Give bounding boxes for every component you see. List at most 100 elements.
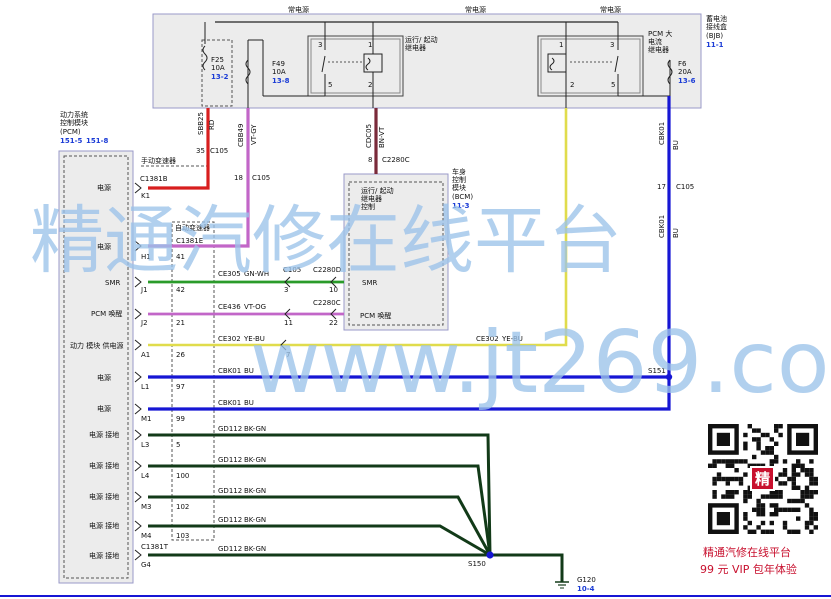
watermark-line2: www.jt269.com bbox=[250, 313, 831, 413]
relay1-inner bbox=[310, 38, 401, 94]
bcm-module bbox=[343, 173, 449, 331]
bcm-relay-2: 继电器 bbox=[361, 194, 382, 203]
row0-pin: K1 bbox=[141, 192, 150, 200]
row9-pin: M3 bbox=[141, 503, 152, 511]
auto-trans-label: 自动变速器 bbox=[175, 223, 210, 232]
row2-num: 42 bbox=[176, 286, 185, 294]
row8-color: BK-GN bbox=[244, 456, 266, 464]
ground-ref: 10-4 bbox=[577, 585, 595, 593]
bcm-name-3: 模块 bbox=[452, 183, 466, 192]
wire-sbb25-circuit: SBB25 bbox=[197, 112, 205, 135]
row10-num: 103 bbox=[176, 532, 189, 540]
wire-ce302-yellow bbox=[148, 108, 568, 347]
splice-s151 bbox=[665, 373, 673, 381]
row2-conn2: C2280D bbox=[313, 266, 341, 274]
row11-label: 电源 接地 bbox=[89, 551, 119, 560]
row10-label: 电源 接地 bbox=[89, 521, 119, 530]
row6-num: 99 bbox=[176, 415, 185, 423]
row7-color: BK-GN bbox=[244, 425, 266, 433]
fuse-f25-rating: 10A bbox=[211, 64, 225, 72]
fuse-f49-rating: 10A bbox=[272, 68, 286, 76]
auto-trans-zone bbox=[171, 221, 215, 541]
pcm-name-1: 动力系统 bbox=[60, 110, 88, 119]
row11-conn: C1381T bbox=[141, 543, 169, 551]
relay2-pin-5: 5 bbox=[611, 81, 615, 89]
row3-p1: 11 bbox=[284, 319, 293, 327]
wire-cbb49-color: VT-GY bbox=[250, 124, 258, 145]
pcm-ref-2: 151-8 bbox=[86, 137, 109, 145]
row9-num: 102 bbox=[176, 503, 189, 511]
bcm-connector-marks bbox=[280, 276, 337, 351]
wire-cdc05-pin: 8 bbox=[368, 156, 372, 164]
bcm-pcm-wake: PCM 唤醒 bbox=[360, 311, 391, 320]
relay2-label-3: 继电器 bbox=[648, 45, 669, 54]
row2-p1: 3 bbox=[284, 286, 288, 294]
wire-cbk01-bcm-color: BU bbox=[672, 228, 680, 238]
bjb-name-2: 接线盒 bbox=[706, 22, 727, 31]
fuse-f6-ref: 13-6 bbox=[678, 77, 696, 85]
bjb-box bbox=[152, 13, 702, 109]
splice-s150 bbox=[486, 551, 494, 559]
row9-circuit: GD112 bbox=[218, 487, 242, 495]
row4-p1: 7 bbox=[286, 351, 290, 359]
relay1-label-1: 运行/ 起动 bbox=[405, 35, 438, 44]
watermark-line1: 精通汽修在线平台 bbox=[30, 198, 622, 284]
wire-cbb49-pin: 18 bbox=[234, 174, 243, 182]
fuse-f25-box bbox=[201, 39, 233, 107]
row4-circuit2: CE302 bbox=[476, 335, 499, 343]
relay2-label-2: 电流 bbox=[648, 37, 662, 46]
pcm-connector-marks bbox=[134, 182, 142, 561]
top-label-2: 常电源 bbox=[465, 5, 486, 14]
wire-cbk01-conn: C105 bbox=[676, 183, 694, 191]
pcm-module bbox=[58, 150, 134, 584]
row4-num: 26 bbox=[176, 351, 185, 359]
ad-line2: 99 元 VIP 包年体验 bbox=[700, 562, 797, 576]
row0-label: 电源 bbox=[97, 183, 111, 192]
relay1-switch bbox=[321, 55, 326, 73]
relay2-pin-1: 1 bbox=[559, 41, 563, 49]
bcm-name-4: (BCM) bbox=[452, 193, 473, 201]
fuse-f49-symbol bbox=[245, 59, 251, 85]
fuse-f6-rating: 20A bbox=[678, 68, 692, 76]
row10-circuit: GD112 bbox=[218, 516, 242, 524]
ad-line1: 精通汽修在线平台 bbox=[703, 545, 791, 559]
row6-color: BU bbox=[244, 399, 254, 407]
row11-color: BK-GN bbox=[244, 545, 266, 553]
relay1-pin-2: 2 bbox=[368, 81, 372, 89]
fuse-f6-symbol bbox=[667, 59, 673, 85]
relay1-pin-5: 5 bbox=[328, 81, 332, 89]
row2-p2: 10 bbox=[329, 286, 338, 294]
row7-circuit: GD112 bbox=[218, 425, 242, 433]
row3-color: VT-OG bbox=[244, 303, 266, 311]
wire-gd112-l3 bbox=[148, 433, 492, 556]
row1-num: 41 bbox=[176, 253, 185, 261]
bcm-smr: SMR bbox=[362, 279, 377, 287]
row8-label: 电源 接地 bbox=[89, 461, 119, 470]
qr-logo-char: 精 bbox=[755, 470, 770, 488]
wire-sbb25-conn: C105 bbox=[210, 147, 228, 155]
row9-label: 电源 接地 bbox=[89, 492, 119, 501]
wire-cbk01-pin: 17 bbox=[657, 183, 666, 191]
row7-pin: L3 bbox=[141, 441, 149, 449]
qr-code: 精 bbox=[705, 421, 820, 536]
splice-s151-label: S151 bbox=[648, 367, 666, 375]
row7-label: 电源 接地 bbox=[89, 430, 119, 439]
row6-circuit: CBK01 bbox=[218, 399, 241, 407]
row11-circuit: GD112 bbox=[218, 545, 242, 553]
row11-pin: G4 bbox=[141, 561, 151, 569]
row3-pin: J2 bbox=[140, 319, 148, 327]
row4-circuit: CE302 bbox=[218, 335, 241, 343]
wire-cdc05-conn: C2280C bbox=[382, 156, 410, 164]
row5-num: 97 bbox=[176, 383, 185, 391]
row5-color: BU bbox=[244, 367, 254, 375]
row5-label: 电源 bbox=[97, 373, 111, 382]
splice-s150-label: S150 bbox=[468, 560, 486, 568]
relay1-outer bbox=[307, 35, 404, 97]
relay1-pin-1: 1 bbox=[368, 41, 372, 49]
relay2-switch bbox=[614, 55, 619, 73]
bcm-name-2: 控制 bbox=[452, 175, 466, 184]
row8-pin: L4 bbox=[141, 472, 150, 480]
bcm-relay-3: 控制 bbox=[361, 202, 375, 211]
wire-sbb25-color: RD bbox=[208, 120, 216, 130]
